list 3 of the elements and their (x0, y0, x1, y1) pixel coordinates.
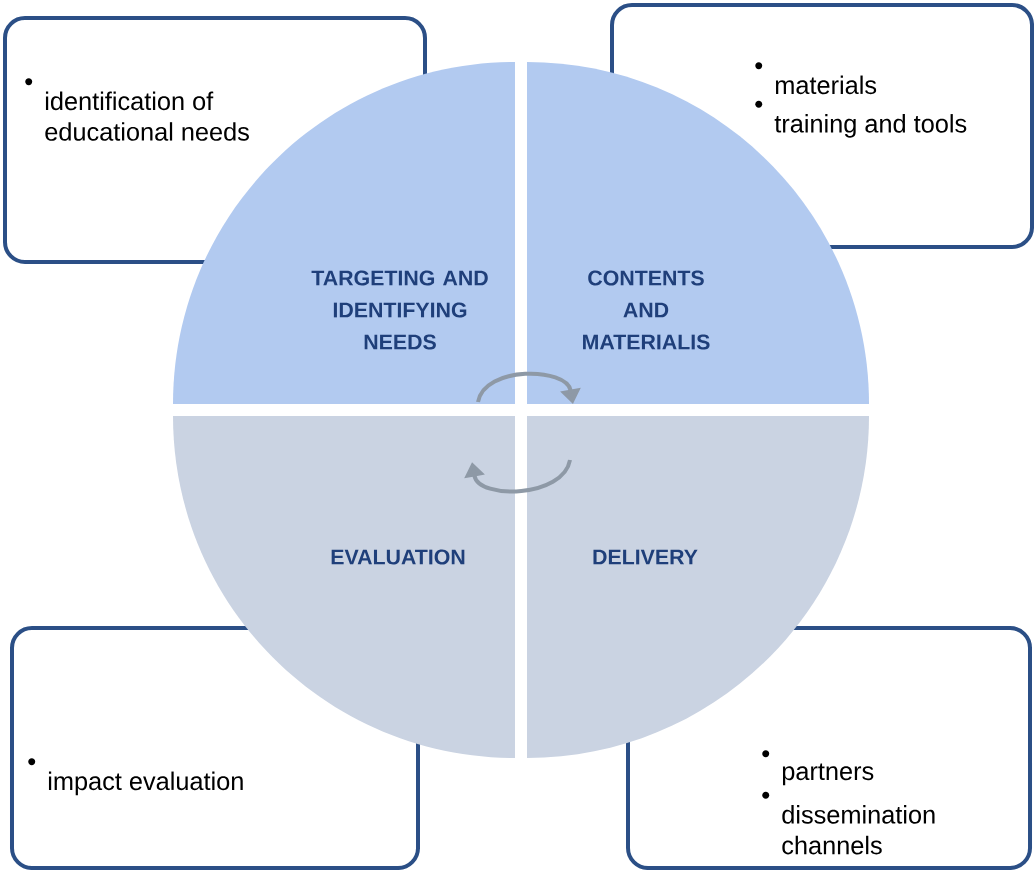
quadrant: EVALUATION (173, 416, 515, 758)
quadrant: DELIVERY (527, 416, 869, 758)
curved-arrow (464, 459, 572, 494)
